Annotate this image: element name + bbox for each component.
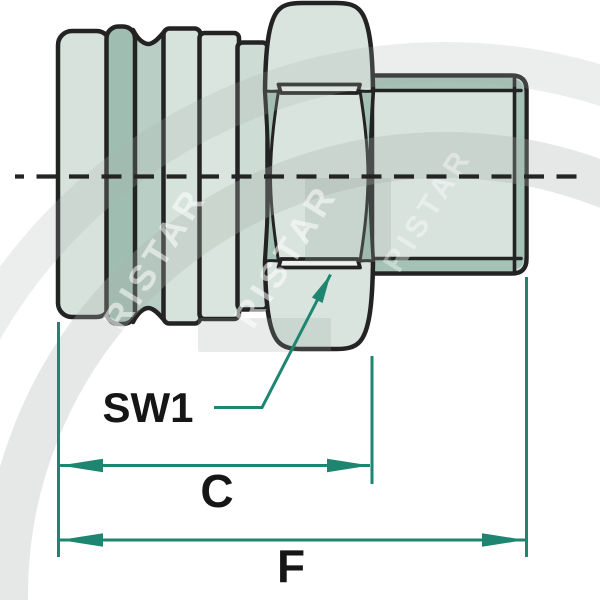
label-c: C <box>200 465 233 517</box>
hex-nut <box>262 0 376 352</box>
watermark-patch <box>305 178 391 262</box>
dimension-labels: SW1 C F <box>102 384 305 592</box>
watermark-patch <box>198 318 331 352</box>
threaded-stud <box>369 73 529 276</box>
watermark-ring-inner <box>0 132 600 600</box>
coupling-part <box>55 0 529 352</box>
thread-crest-top <box>372 78 521 91</box>
thread-end-chamfer <box>514 80 525 269</box>
label-sw1: SW1 <box>102 384 193 431</box>
dimensions <box>57 273 528 557</box>
hex-chamfer-strip-bottom <box>276 257 362 270</box>
hex-chamfer-strip-top <box>276 82 362 95</box>
watermark-ring-outer <box>0 42 600 340</box>
leader-line-sw1 <box>214 273 332 409</box>
thread-crest-bottom <box>372 258 521 271</box>
label-f: F <box>277 540 305 592</box>
